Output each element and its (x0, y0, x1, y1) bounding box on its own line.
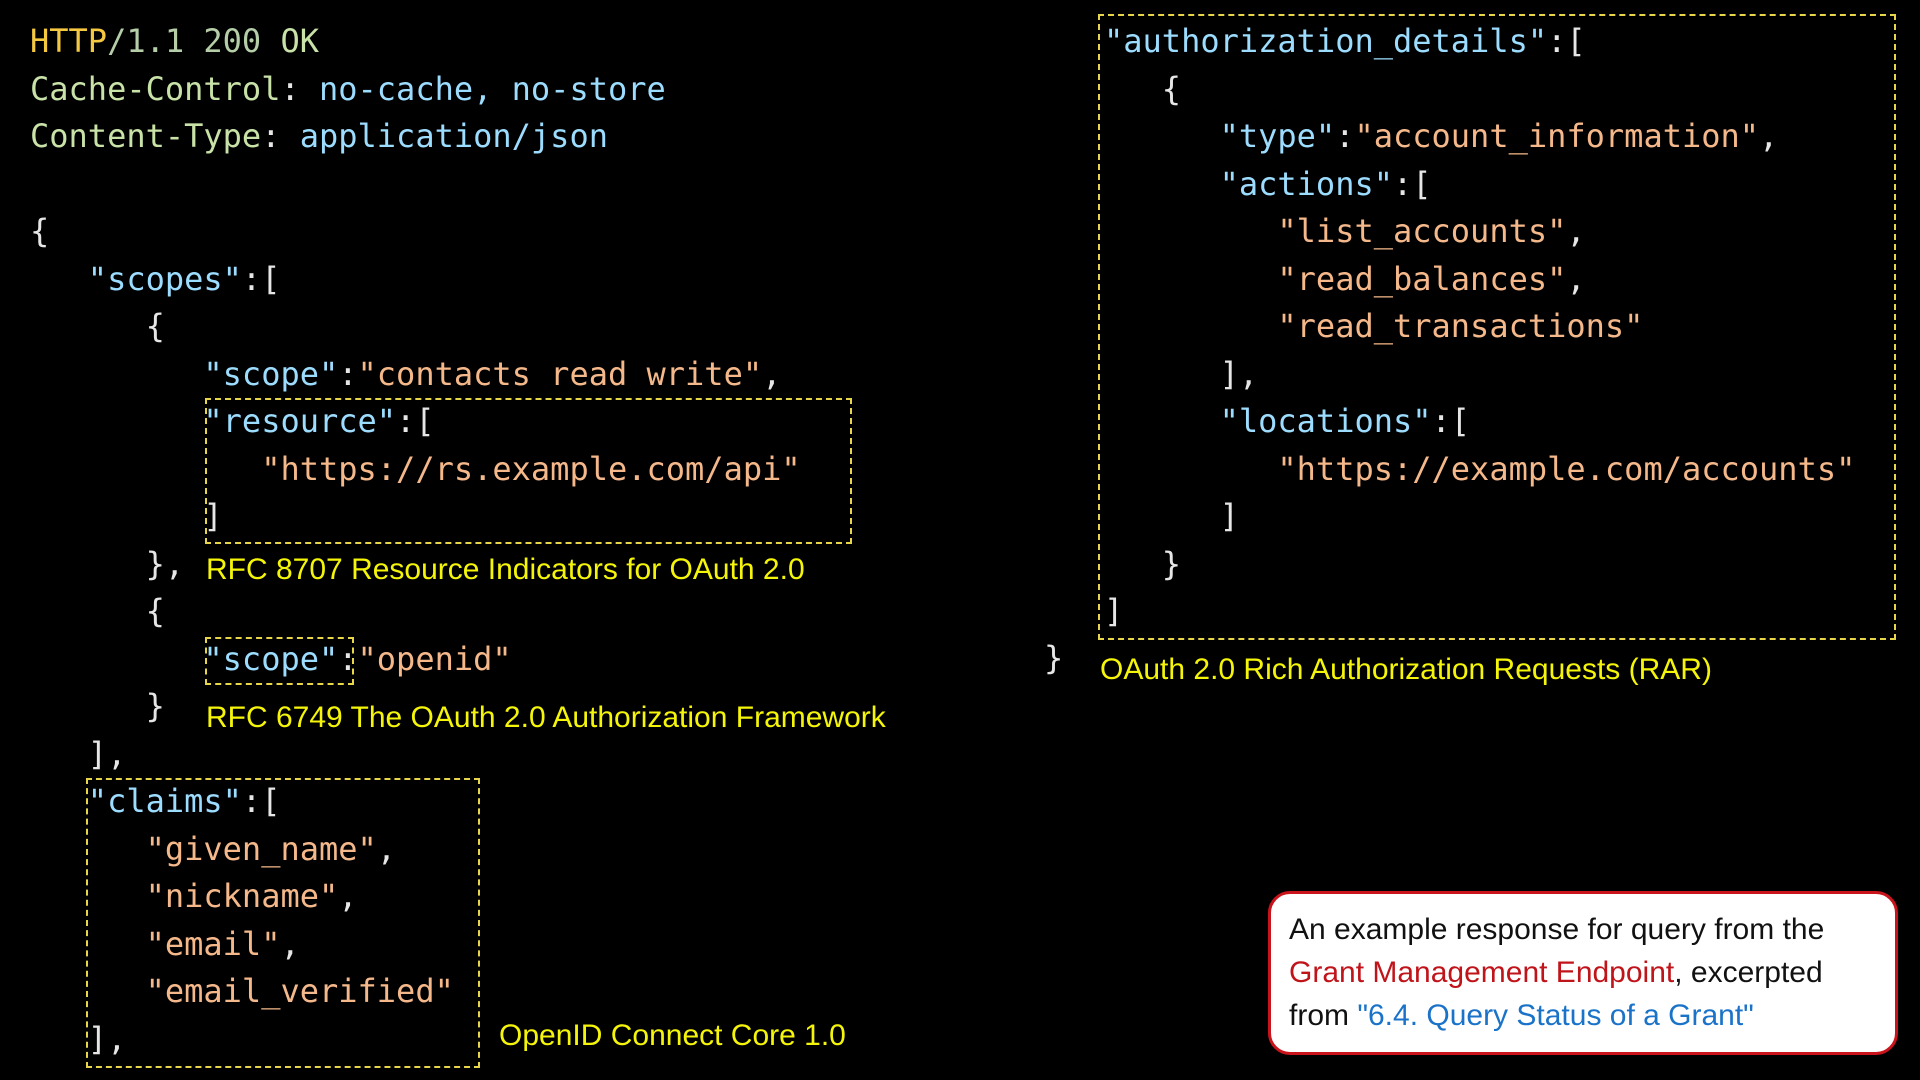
rfc8707-annotation: RFC 8707 Resource Indicators for OAuth 2… (206, 553, 805, 586)
closing-brace: } (1044, 639, 1064, 677)
claim-item: "email_verified" (145, 972, 454, 1010)
claim-item: "nickname" (145, 877, 339, 915)
content-type-header: Content-Type: application/json (30, 117, 608, 155)
claims-highlight-box (86, 778, 480, 1068)
claims-key: "claims" (87, 782, 242, 820)
action-item: "read_transactions" (1277, 307, 1644, 345)
openid-core-annotation: OpenID Connect Core 1.0 (499, 1019, 846, 1052)
authorization-details-highlight-box (1098, 14, 1896, 640)
resource-key: "resource" (203, 402, 397, 440)
response-code-left: HTTP/1.1 200 OK Cache-Control: no-cache,… (30, 22, 801, 1058)
action-item: "list_accounts" (1277, 212, 1567, 250)
scope-key: "scope" (203, 354, 339, 393)
scopes-key: "scopes" (87, 259, 242, 298)
locations-key: "locations" (1219, 402, 1432, 440)
description-callout: An example response for query from the G… (1268, 891, 1898, 1055)
action-item: "read_balances" (1277, 259, 1567, 298)
authorization-details-key: "authorization_details" (1104, 22, 1548, 60)
resource-value: "https://rs.example.com/api" (261, 449, 801, 488)
response-code-right: "authorization_details":[ { "type":"acco… (1104, 22, 1856, 630)
claim-item: "given_name" (145, 829, 377, 868)
rar-annotation: OAuth 2.0 Rich Authorization Requests (R… (1100, 653, 1712, 686)
rfc6749-annotation: RFC 6749 The OAuth 2.0 Authorization Fra… (206, 701, 886, 734)
type-key: "type" (1219, 117, 1336, 155)
scope-key: "scope" (203, 639, 339, 678)
cache-control-header: Cache-Control: no-cache, no-store (30, 69, 666, 108)
claim-item: "email" (145, 924, 281, 963)
actions-key: "actions" (1219, 164, 1393, 203)
resource-highlight-box (205, 398, 852, 544)
scope-highlight-box (205, 637, 354, 685)
location-value: "https://example.com/accounts" (1277, 449, 1856, 488)
http-status-line: HTTP/1.1 200 OK (30, 22, 319, 60)
scope-value: "openid" (357, 639, 512, 678)
type-value: "account_information" (1354, 117, 1760, 155)
scope-value: "contacts read write" (357, 354, 763, 393)
query-status-section-link[interactable]: "6.4. Query Status of a Grant" (1357, 999, 1754, 1032)
grant-management-endpoint-link[interactable]: Grant Management Endpoint (1289, 956, 1675, 989)
